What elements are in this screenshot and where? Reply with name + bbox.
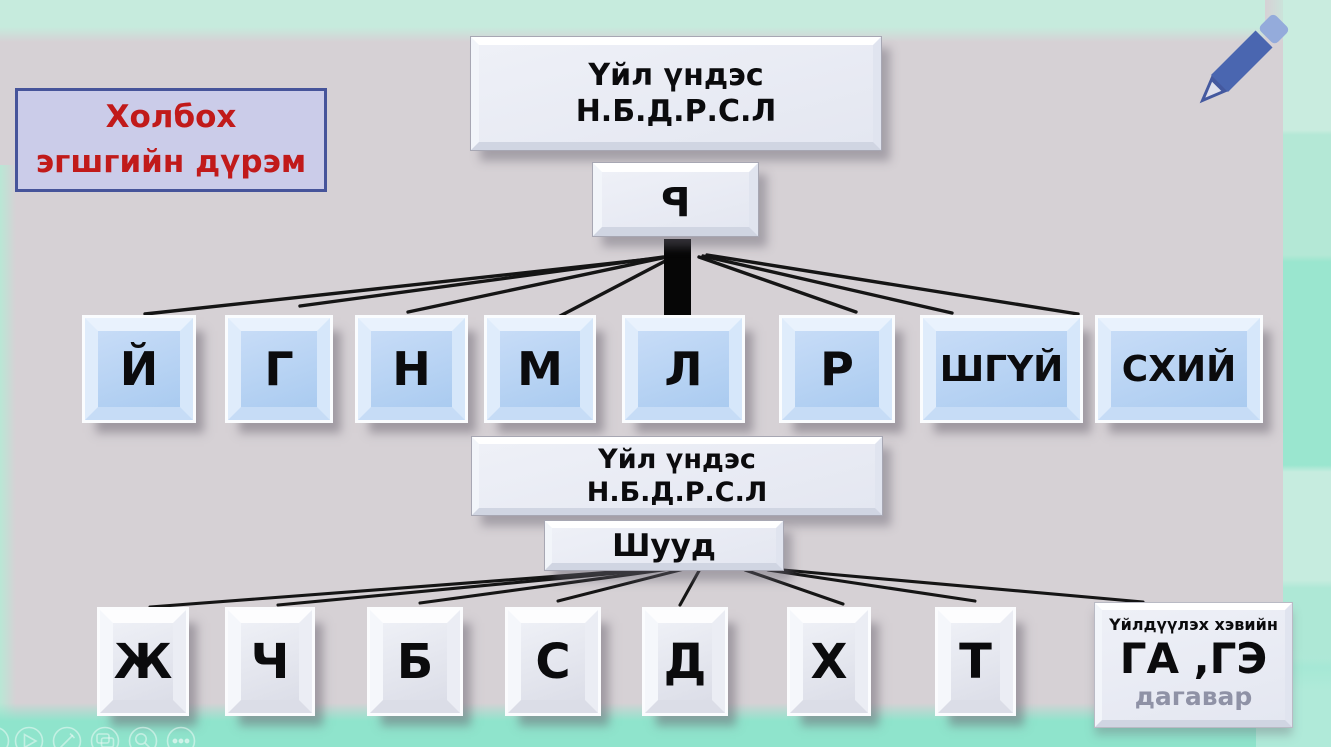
tile-consonant-s: С [508, 610, 598, 713]
more-icon[interactable] [166, 726, 196, 747]
tile-consonant-kh: Х [790, 610, 868, 713]
pen-icon[interactable] [52, 726, 82, 747]
left-teal-sliver [0, 165, 16, 747]
tile-letter: С [535, 633, 571, 690]
top-root-line2: Н.Б.Д.Р.С.Л [575, 93, 777, 129]
tile-skhiy: СХИЙ [1098, 318, 1260, 420]
tile-letter: Р [820, 342, 854, 396]
tile-consonant-n: Н [358, 318, 465, 420]
top-fan-lines [143, 253, 1080, 318]
tile-consonant-g: Г [228, 318, 330, 420]
slides-icon[interactable] [90, 726, 120, 747]
toolbar-partial-icon[interactable] [0, 727, 10, 747]
rule-title-box: Холбох эгшгийн дүрэм [15, 88, 327, 192]
tile-consonant-t: Т [938, 610, 1013, 713]
tile-consonant-r: Р [782, 318, 892, 420]
direct-label: Шууд [612, 527, 716, 564]
play-icon[interactable] [14, 726, 44, 747]
top-root-line1: Үйл үндэс [588, 57, 764, 93]
suffix-caption: дагавар [1134, 682, 1253, 711]
tile-consonant-m: М [487, 318, 593, 420]
tile-letter: Н [392, 342, 431, 396]
tile-letter: Х [810, 633, 848, 690]
tile-letter: Б [396, 633, 434, 690]
bottom-root-line1: Үйл үндэс [598, 444, 756, 475]
tile-consonant-d: Д [645, 610, 725, 713]
soft-sign-letter: Ь [660, 176, 691, 223]
bottom-fan-lines [148, 567, 1145, 609]
top-root-box: Үйл үндэс Н.Б.Д.Р.С.Л [471, 37, 881, 150]
tile-consonant-b: Б [370, 610, 460, 713]
tile-consonant-l: Л [625, 318, 742, 420]
bottom-root-box: Үйл үндэс Н.Б.Д.Р.С.Л [472, 437, 882, 515]
tile-letter: Ж [113, 633, 173, 690]
tile-consonant-j: Ж [100, 610, 186, 713]
tile-consonant-y: Й [85, 318, 193, 420]
tile-shguy: ШГҮЙ [923, 318, 1080, 420]
suffix-heading: Үйлдүүлэх хэвийн [1109, 615, 1278, 634]
tile-consonant-ch: Ч [228, 610, 312, 713]
tile-letter: Й [119, 342, 159, 396]
tile-letter: Г [264, 342, 294, 396]
tile-letter: М [517, 342, 563, 396]
rule-title-line2: эгшгийн дүрэм [35, 144, 307, 180]
tile-letter: Ч [250, 633, 290, 690]
tile-letter: Т [959, 633, 992, 690]
thick-connector-bar [664, 239, 691, 320]
magnifier-icon[interactable] [128, 726, 158, 747]
tile-letter: СХИЙ [1121, 348, 1237, 390]
tile-letter: ШГҮЙ [939, 348, 1064, 390]
soft-sign-connector-box: Ь [593, 163, 758, 236]
rule-title-line1: Холбох [105, 99, 237, 135]
direct-connector-box: Шууд [545, 521, 783, 570]
top-teal-strip [0, 0, 1331, 42]
tile-letter: Д [663, 633, 707, 690]
suffix-box: Үйлдүүлэх хэвийн ГА ,ГЭ дагавар [1095, 603, 1292, 727]
suffix-main: ГА ,ГЭ [1119, 634, 1268, 683]
bottom-root-line2: Н.Б.Д.Р.С.Л [586, 477, 768, 508]
tile-letter: Л [664, 342, 703, 396]
